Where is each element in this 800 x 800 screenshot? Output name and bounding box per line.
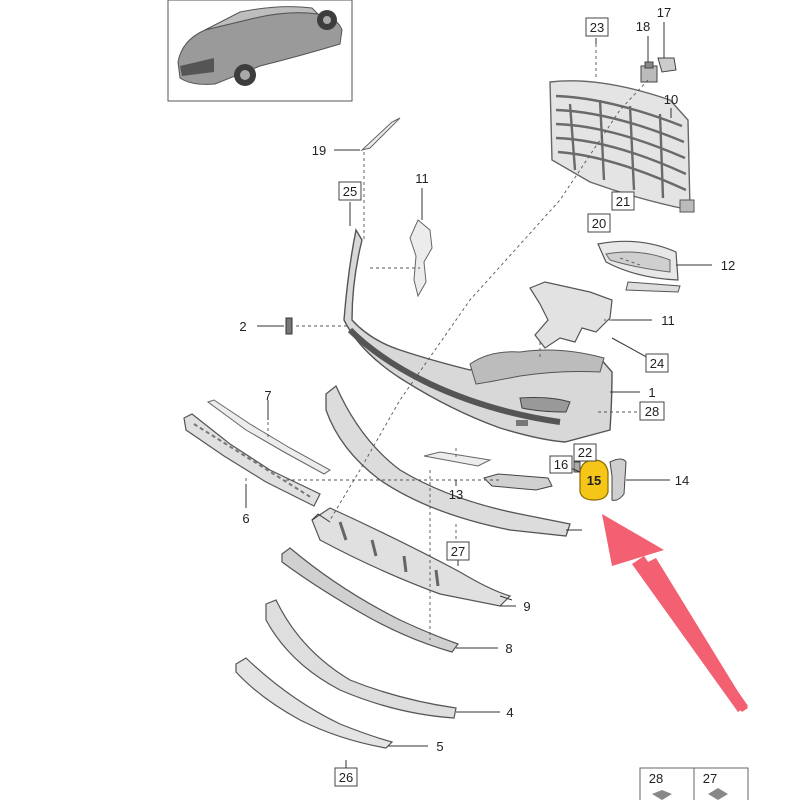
callout-20-box: 20	[587, 213, 611, 233]
callout-18: 18	[636, 19, 650, 34]
callout-27b-box: 27	[703, 771, 717, 786]
callout-8: 8	[505, 641, 512, 656]
callout-22: 22	[578, 445, 592, 460]
callout-4: 4	[506, 705, 513, 720]
callout-19: 19	[312, 143, 326, 158]
vehicle-thumbnail	[167, 0, 353, 102]
callout-22-box: 22	[573, 443, 597, 462]
callout-12: 12	[721, 258, 735, 273]
trim-strip-19	[360, 117, 401, 151]
bumper-cover-1	[343, 228, 613, 443]
trim-4	[265, 599, 457, 719]
bracket-18	[640, 61, 658, 83]
trim-16	[483, 473, 553, 491]
callout-11b: 11	[661, 313, 675, 328]
small-parts-box	[639, 767, 749, 800]
callout-23-box: 23	[585, 17, 609, 37]
callout-28b: 28	[649, 771, 663, 786]
lip-9	[311, 513, 513, 601]
bracket-11-upper	[409, 219, 433, 298]
callout-21-box: 21	[611, 191, 635, 211]
callout-11a: 11	[415, 171, 429, 186]
clip-17	[657, 34, 677, 73]
callout-5: 5	[436, 739, 443, 754]
skid-plate-5	[235, 657, 394, 749]
callout-14: 14	[675, 473, 689, 488]
callout-2: 2	[239, 319, 246, 334]
callout-9: 9	[523, 599, 530, 614]
callout-16: 16	[554, 457, 568, 472]
callout-28b-box: 28	[649, 771, 663, 786]
clip-2	[285, 317, 293, 335]
callout-20: 20	[592, 216, 606, 231]
grille-6	[183, 413, 321, 507]
highlight-arrow	[602, 514, 748, 712]
callout-1: 1	[648, 385, 655, 400]
cover-14	[609, 458, 627, 501]
callout-27b: 27	[703, 771, 717, 786]
upper-grille	[549, 80, 695, 213]
callout-28: 28	[645, 404, 659, 419]
callout-27: 27	[451, 544, 465, 559]
callout-24: 24	[650, 356, 664, 371]
bracket-27	[311, 507, 512, 607]
bracket-11-right	[529, 281, 613, 349]
callout-27-box: 27	[446, 541, 470, 561]
callout-26-box: 26	[334, 767, 358, 787]
callout-26: 26	[339, 770, 353, 785]
spoiler-8	[281, 547, 459, 653]
callout-23: 23	[590, 20, 604, 35]
callout-6: 6	[242, 511, 249, 526]
callout-10: 10	[664, 92, 678, 107]
callout-25-box: 25	[338, 181, 362, 201]
grille-7	[206, 399, 331, 475]
callout-15: 15	[587, 473, 601, 488]
callout-16-box: 16	[549, 455, 573, 474]
cover-12	[597, 240, 681, 293]
strip-13	[423, 451, 492, 467]
callout-13: 13	[449, 487, 463, 502]
callout-24-box: 24	[645, 353, 669, 373]
callout-25: 25	[343, 184, 357, 199]
callout-17: 17	[657, 5, 671, 20]
callout-7: 7	[264, 388, 271, 403]
callout-28-box: 28	[639, 401, 665, 421]
callout-21: 21	[616, 194, 630, 209]
